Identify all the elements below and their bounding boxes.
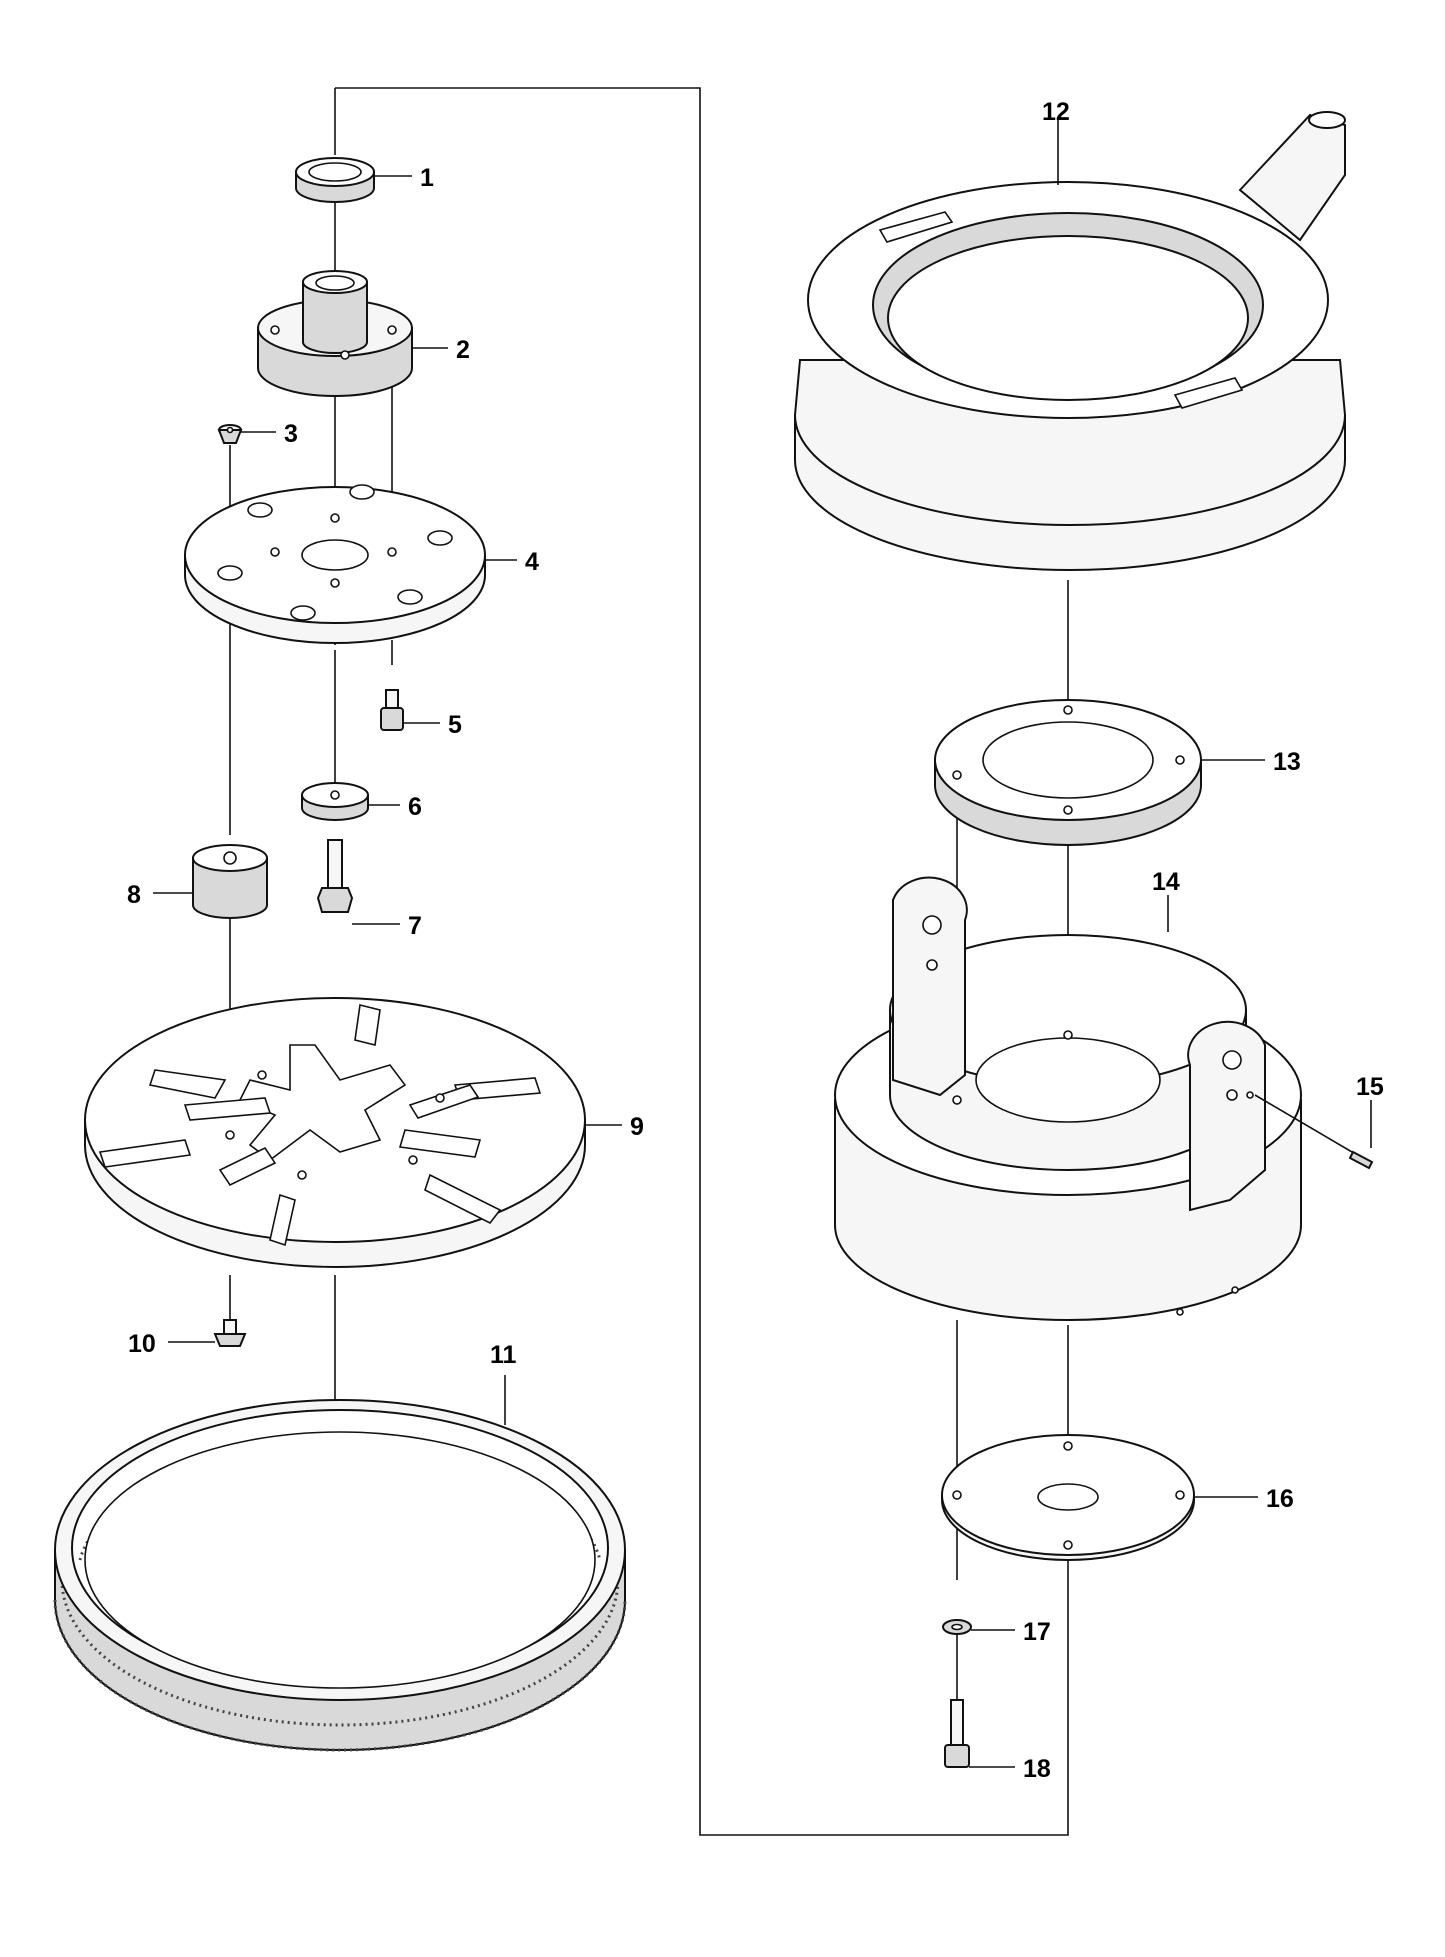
part-3-countersunk-screw bbox=[217, 424, 243, 444]
callout-7: 7 bbox=[408, 912, 422, 940]
assembly-connector-line bbox=[334, 87, 1069, 1836]
callout-13: 13 bbox=[1273, 748, 1301, 776]
callout-2: 2 bbox=[456, 336, 470, 364]
part-9-slotted-disc bbox=[84, 997, 586, 1268]
part-4-mounting-plate bbox=[184, 484, 486, 644]
callout-14: 14 bbox=[1152, 868, 1180, 896]
part-12-vacuum-shroud bbox=[793, 111, 1347, 571]
part-8-rubber-buffer bbox=[192, 844, 268, 919]
callout-17: 17 bbox=[1023, 1618, 1051, 1646]
part-15-pin bbox=[1254, 1094, 1374, 1170]
callout-11: 11 bbox=[490, 1341, 517, 1369]
callout-4: 4 bbox=[525, 548, 539, 576]
callout-15: 15 bbox=[1356, 1073, 1384, 1101]
leader-lines bbox=[153, 120, 1372, 1768]
part-1-seal-ring bbox=[295, 157, 375, 203]
part-14-drive-housing bbox=[834, 876, 1302, 1321]
callout-12: 12 bbox=[1042, 98, 1070, 126]
callout-6: 6 bbox=[408, 793, 422, 821]
part-16-base-plate bbox=[941, 1434, 1195, 1561]
part-18-cap-screw bbox=[944, 1699, 970, 1768]
callout-5: 5 bbox=[448, 711, 462, 739]
callout-9: 9 bbox=[630, 1113, 644, 1141]
part-2-hub-flange bbox=[257, 270, 413, 397]
part-11-brush-ring bbox=[53, 1399, 627, 1752]
callout-10: 10 bbox=[128, 1330, 156, 1358]
part-5-cap-screw bbox=[380, 689, 404, 731]
callout-16: 16 bbox=[1266, 1485, 1294, 1513]
callout-3: 3 bbox=[284, 420, 298, 448]
callout-1: 1 bbox=[420, 164, 434, 192]
part-13-bearing-ring bbox=[934, 699, 1202, 846]
callout-8: 8 bbox=[127, 881, 141, 909]
part-7-hex-bolt bbox=[316, 839, 354, 913]
callout-labels: 1 2 3 4 5 6 7 8 9 10 11 12 13 14 15 16 1… bbox=[127, 98, 1384, 1783]
part-17-washer bbox=[942, 1619, 972, 1635]
part-10-countersunk-screw bbox=[213, 1319, 247, 1347]
callout-18: 18 bbox=[1023, 1755, 1051, 1783]
part-6-spacer bbox=[301, 782, 369, 821]
